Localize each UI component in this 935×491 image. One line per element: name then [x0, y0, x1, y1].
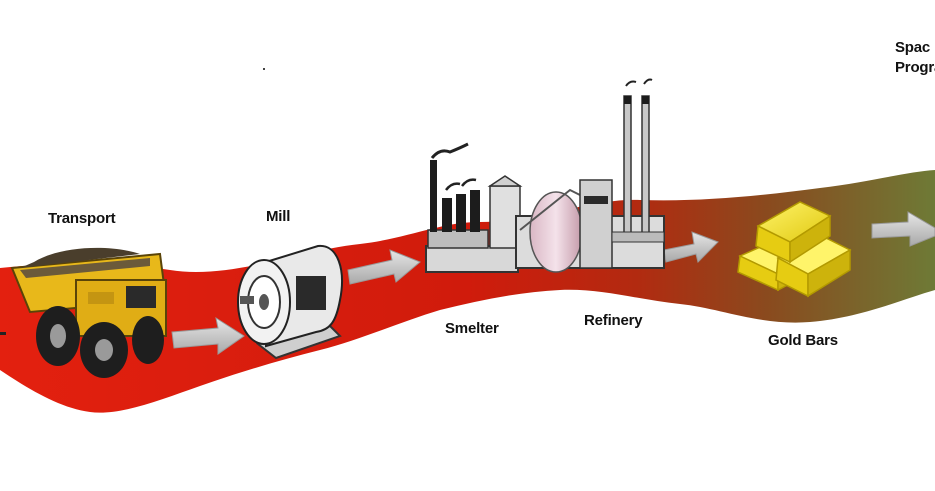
ore-flow-band	[0, 170, 935, 413]
refinery-stacks-icon	[515, 78, 665, 273]
speck-mark	[263, 68, 265, 70]
stage-label-space-line1: Spac	[895, 39, 931, 56]
smelter-plant-icon	[425, 142, 523, 273]
mill-motor-icon	[237, 244, 343, 360]
flow-arrow-1	[171, 316, 245, 355]
stage-label-refinery: Refinery	[584, 312, 643, 329]
flow-arrow-2	[347, 249, 421, 285]
edge-mark	[0, 332, 6, 335]
stage-label-mill: Mill	[266, 208, 291, 225]
stage-label-gold-bars: Gold Bars	[768, 332, 838, 349]
gold-bars-icon	[737, 201, 852, 298]
stage-label-space-line2: Progran	[895, 59, 935, 76]
stage-label-space-program: Spac Progran	[895, 38, 935, 78]
flow-arrow-4	[871, 211, 935, 247]
stage-label-transport: Transport	[48, 210, 116, 227]
flow-arrow-3	[663, 231, 719, 263]
haul-truck-icon	[10, 247, 168, 378]
stage-label-smelter: Smelter	[445, 320, 499, 337]
